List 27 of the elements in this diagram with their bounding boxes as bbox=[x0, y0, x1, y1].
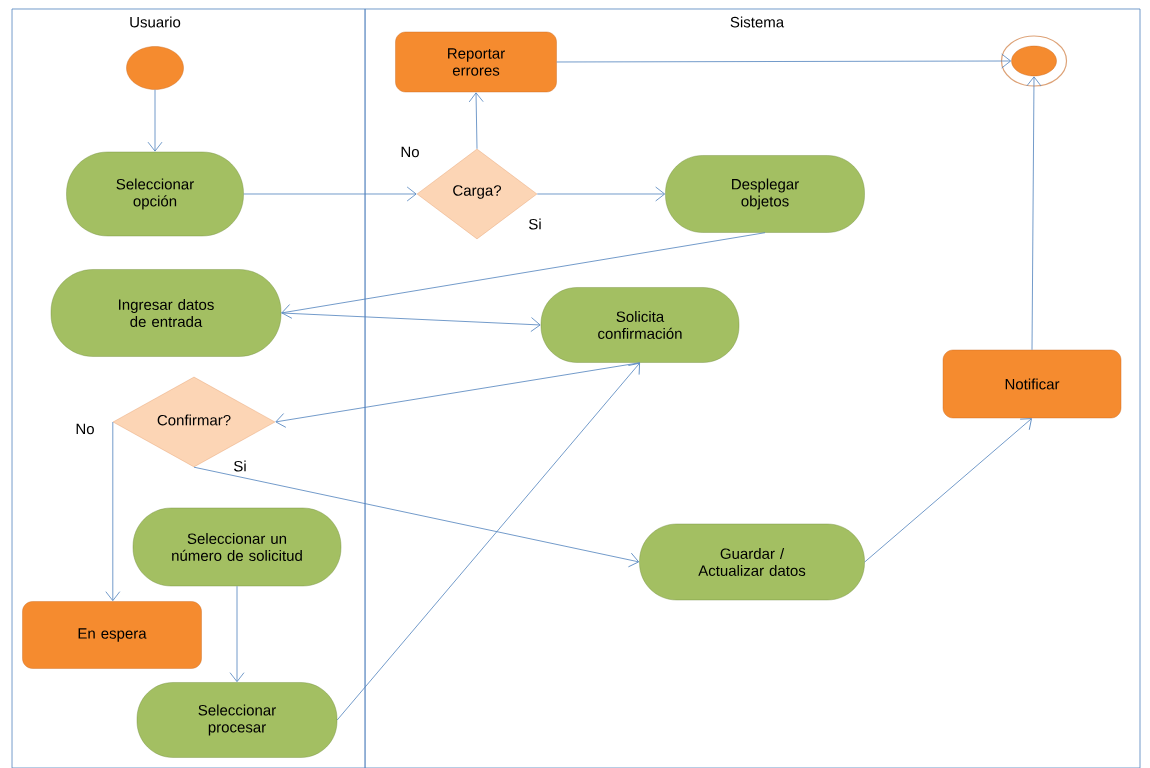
arrow bbox=[275, 362, 641, 428]
arrow bbox=[229, 585, 245, 683]
activity-node: Ingresar datos de entrada bbox=[50, 269, 282, 357]
arrow bbox=[243, 186, 417, 202]
arrow bbox=[280, 312, 541, 332]
start-node bbox=[126, 46, 184, 90]
activity-node: Desplegar objetos bbox=[665, 155, 865, 233]
edge-label: No bbox=[74, 422, 96, 436]
arrow bbox=[1026, 76, 1042, 351]
activity-box: En espera bbox=[22, 601, 202, 669]
arrow bbox=[536, 186, 666, 202]
arrow bbox=[147, 89, 163, 152]
arrow bbox=[864, 418, 1032, 563]
arrow bbox=[281, 232, 766, 319]
activity-node: Seleccionar opción bbox=[66, 151, 244, 237]
activity-node: Seleccionar procesar bbox=[136, 682, 338, 758]
activity-node: Seleccionar un número de solicitud bbox=[132, 507, 342, 587]
arrow bbox=[193, 466, 640, 568]
arrow bbox=[556, 53, 1012, 69]
arrow bbox=[468, 92, 484, 150]
activity-node: Guardar / Actualizar datos bbox=[639, 523, 865, 601]
arrow bbox=[105, 421, 121, 602]
activity-node: Solicita confirmación bbox=[540, 287, 740, 363]
activity-box: Reportar errores bbox=[395, 31, 557, 93]
end-node bbox=[1000, 35, 1068, 87]
activity-box: Notificar bbox=[942, 349, 1122, 419]
arrow bbox=[336, 362, 640, 721]
